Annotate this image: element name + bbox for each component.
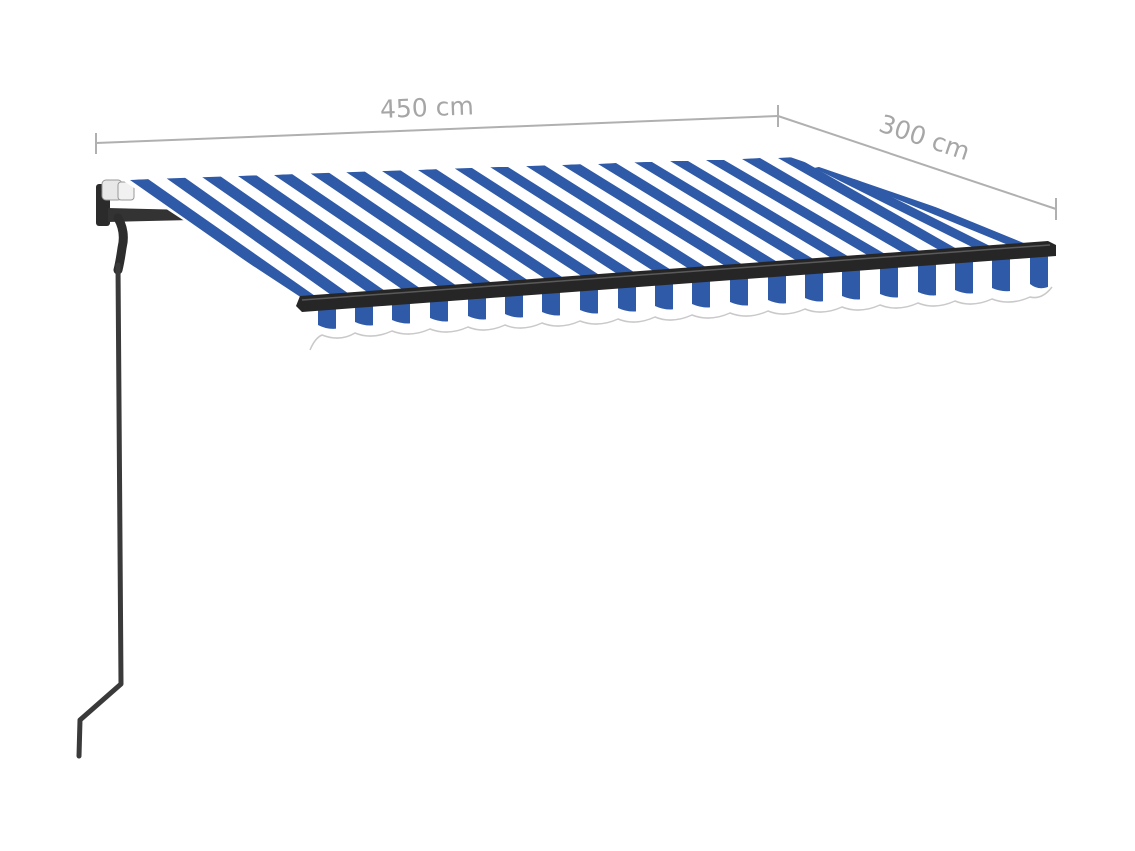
width-dimension-label: 450 cm (379, 91, 474, 124)
hand-crank (76, 213, 128, 759)
depth-dimension-label: 300 cm (875, 109, 973, 166)
width-dimension: 450 cm (95, 91, 779, 154)
valance-scallop-edge (309, 286, 1053, 351)
front-bar (296, 241, 1056, 312)
